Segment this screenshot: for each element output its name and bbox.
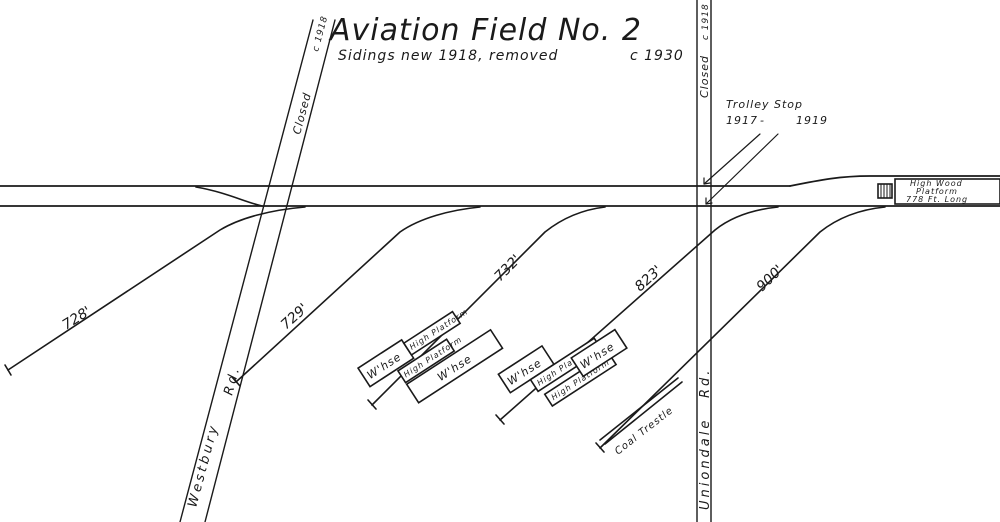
siding-2-bumper — [231, 376, 241, 387]
westbury-road-suffix: Rd. — [221, 364, 243, 397]
main-track-north-curve — [789, 175, 1000, 187]
diagram-title: Aviation Field No. 2 — [328, 13, 642, 48]
uniondale-road-status: Closed — [698, 55, 711, 98]
trolley-stop-label: Trolley Stop — [726, 98, 803, 111]
trolley-stop-arrowhead — [703, 177, 711, 185]
siding-5-track — [599, 206, 886, 449]
trolley-stop-arrowhead — [705, 197, 713, 205]
coal-trestle-line — [599, 377, 679, 441]
trolley-stop-pointer — [703, 133, 761, 185]
siding-4-bumper — [495, 414, 505, 425]
subtitle-date: c 1930 — [630, 48, 684, 64]
trolley-stop-dash: - — [760, 114, 765, 127]
siding-1-length-label: 728' — [60, 304, 94, 334]
high-platform-building — [396, 338, 456, 384]
trolley-stop-year-end: 1919 — [796, 114, 828, 127]
siding-4-track — [499, 206, 779, 421]
siding-4-length-label: 823' — [632, 263, 665, 295]
coal-trestle-line — [604, 381, 683, 445]
high-platform-building — [402, 310, 462, 357]
siding-5-bumper — [595, 442, 605, 453]
high-wood-platform-line2: Platform — [916, 187, 958, 196]
trolley-stop-year-start: 1917 — [726, 114, 758, 127]
siding-3-bumper — [367, 399, 377, 410]
diagram-subtitle: Sidings new 1918, removed — [338, 48, 558, 64]
westbury-road-west-edge — [179, 19, 314, 522]
high-wood-platform — [894, 178, 1000, 205]
trolley-stop-pointer — [705, 133, 779, 205]
siding-2-track — [235, 206, 481, 383]
crossover-track — [195, 186, 263, 207]
uniondale-road-name: Uniondale — [698, 418, 713, 510]
siding-1-bumper — [4, 364, 12, 376]
warehouse-building — [570, 328, 628, 378]
westbury-road-name: Westbury — [185, 422, 222, 509]
siding-3-track — [371, 206, 606, 406]
siding-1-track — [7, 206, 306, 371]
uniondale-road-suffix: Rd. — [698, 368, 713, 398]
uniondale-road-status-date: c 1918 — [701, 3, 711, 40]
siding-5-length-label: 900' — [754, 262, 787, 295]
warehouse-building — [405, 328, 504, 404]
high-wood-platform-line1: High Wood — [910, 179, 963, 188]
warehouse-group-west: W'hse High Platform High Platform W'hse — [356, 307, 504, 404]
westbury-road-east-edge — [204, 19, 336, 522]
high-wood-platform-line3: 778 Ft. Long — [906, 195, 968, 204]
